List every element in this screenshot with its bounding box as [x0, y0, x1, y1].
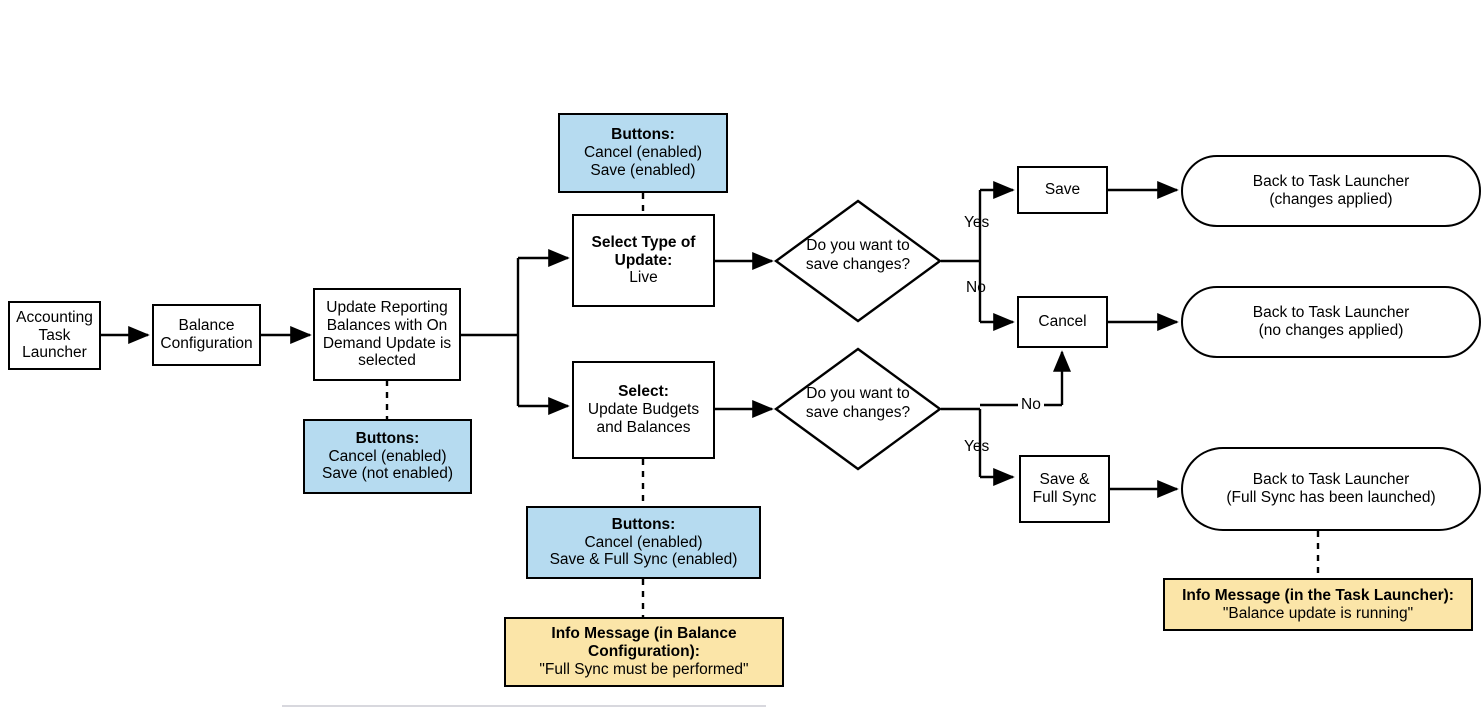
- note-buttons-select-type-line2: Save (enabled): [590, 161, 696, 179]
- edge-label-bottom-yes: Yes: [964, 438, 990, 455]
- decision-top-label: Do you want to save changes?: [773, 237, 943, 274]
- decision-top-line2: save changes?: [805, 255, 911, 273]
- select-update-budgets-line2: and Balances: [596, 418, 691, 436]
- node-update-reporting-balances[interactable]: Update Reporting Balances with On Demand…: [313, 288, 461, 381]
- note-buttons-update-reporting: Buttons: Cancel (enabled) Save (not enab…: [303, 419, 472, 494]
- note-buttons-select-budgets-line2: Save & Full Sync (enabled): [549, 551, 738, 569]
- note-buttons-select-budgets-heading: Buttons:: [611, 515, 676, 533]
- node-accounting-task-launcher[interactable]: Accounting Task Launcher: [8, 301, 101, 370]
- note-buttons-update-reporting-line1: Cancel (enabled): [328, 447, 447, 465]
- select-type-of-update-heading2: Update:: [614, 251, 673, 269]
- node-terminal-changes-applied[interactable]: Back to Task Launcher (changes applied): [1181, 155, 1481, 227]
- edge-label-bottom-no: No: [1018, 396, 1044, 414]
- update-reporting-balances-line4: selected: [358, 352, 416, 370]
- terminal-full-sync-line2: (Full Sync has been launched): [1226, 489, 1436, 506]
- terminal-no-changes-line2: (no changes applied): [1258, 322, 1404, 339]
- decision-top-shape[interactable]: [773, 198, 943, 324]
- node-terminal-no-changes[interactable]: Back to Task Launcher (no changes applie…: [1181, 286, 1481, 358]
- node-save[interactable]: Save: [1017, 166, 1108, 214]
- node-balance-configuration[interactable]: Balance Configuration: [152, 304, 261, 366]
- select-update-budgets-line1: Update Budgets: [587, 401, 700, 419]
- update-reporting-balances-line3: Demand Update is: [322, 334, 452, 352]
- note-buttons-select-budgets-line1: Cancel (enabled): [584, 533, 703, 551]
- decision-bottom-shape[interactable]: [773, 346, 943, 472]
- bottom-hairline: [282, 705, 766, 707]
- note-info-task-launcher: Info Message (in the Task Launcher): "Ba…: [1163, 578, 1473, 631]
- select-update-budgets-heading: Select:: [618, 383, 669, 401]
- note-buttons-select-type-line1: Cancel (enabled): [583, 144, 703, 162]
- note-info-task-launcher-heading: Info Message (in the Task Launcher):: [1182, 586, 1454, 604]
- select-type-of-update-value: Live: [629, 269, 658, 287]
- decision-bottom-line1: Do you want to: [806, 385, 910, 402]
- note-buttons-update-reporting-line2: Save (not enabled): [322, 465, 453, 483]
- note-info-balance-configuration-heading2: Configuration):: [588, 643, 700, 661]
- terminal-full-sync-line1: Back to Task Launcher: [1252, 471, 1410, 489]
- accounting-task-launcher-line2: Task: [38, 326, 71, 344]
- save-full-sync-line1: Save &: [1039, 471, 1090, 489]
- decision-top-line1: Do you want to: [806, 237, 910, 254]
- node-save-full-sync[interactable]: Save & Full Sync: [1019, 455, 1110, 523]
- balance-configuration-line2: Configuration: [160, 335, 253, 352]
- note-buttons-update-reporting-heading: Buttons:: [355, 429, 420, 447]
- edge-label-top-no: No: [966, 279, 986, 296]
- note-info-balance-configuration-heading1: Info Message (in Balance: [551, 625, 737, 643]
- terminal-changes-applied-line1: Back to Task Launcher: [1252, 173, 1410, 191]
- note-buttons-select-budgets: Buttons: Cancel (enabled) Save & Full Sy…: [526, 506, 761, 579]
- accounting-task-launcher-line3: Launcher: [22, 344, 87, 362]
- select-type-of-update-heading1: Select Type of: [591, 233, 696, 251]
- save-label: Save: [1044, 181, 1081, 199]
- node-terminal-full-sync[interactable]: Back to Task Launcher (Full Sync has bee…: [1181, 447, 1481, 531]
- cancel-label: Cancel: [1038, 313, 1087, 331]
- node-select-type-of-update[interactable]: Select Type of Update: Live: [572, 214, 715, 307]
- update-reporting-balances-line2: Balances with On: [326, 316, 448, 334]
- edge-label-top-yes: Yes: [964, 214, 990, 231]
- note-info-balance-configuration: Info Message (in Balance Configuration):…: [504, 617, 784, 687]
- accounting-task-launcher-line1: Accounting: [16, 308, 93, 326]
- save-full-sync-line2: Full Sync: [1032, 489, 1097, 506]
- note-buttons-select-type-heading: Buttons:: [611, 126, 675, 144]
- note-info-task-launcher-message: "Balance update is running": [1222, 604, 1414, 622]
- update-reporting-balances-line1: Update Reporting: [326, 298, 448, 316]
- terminal-changes-applied-line2: (changes applied): [1269, 191, 1393, 208]
- decision-bottom-line2: save changes?: [805, 403, 911, 421]
- note-buttons-select-type: Buttons: Cancel (enabled) Save (enabled): [558, 113, 728, 193]
- balance-configuration-line1: Balance: [178, 317, 235, 335]
- note-info-balance-configuration-message: "Full Sync must be performed": [539, 660, 749, 678]
- node-select-update-budgets[interactable]: Select: Update Budgets and Balances: [572, 361, 715, 459]
- decision-bottom-label: Do you want to save changes?: [773, 385, 943, 422]
- terminal-no-changes-line1: Back to Task Launcher: [1252, 304, 1410, 322]
- node-cancel[interactable]: Cancel: [1017, 296, 1108, 348]
